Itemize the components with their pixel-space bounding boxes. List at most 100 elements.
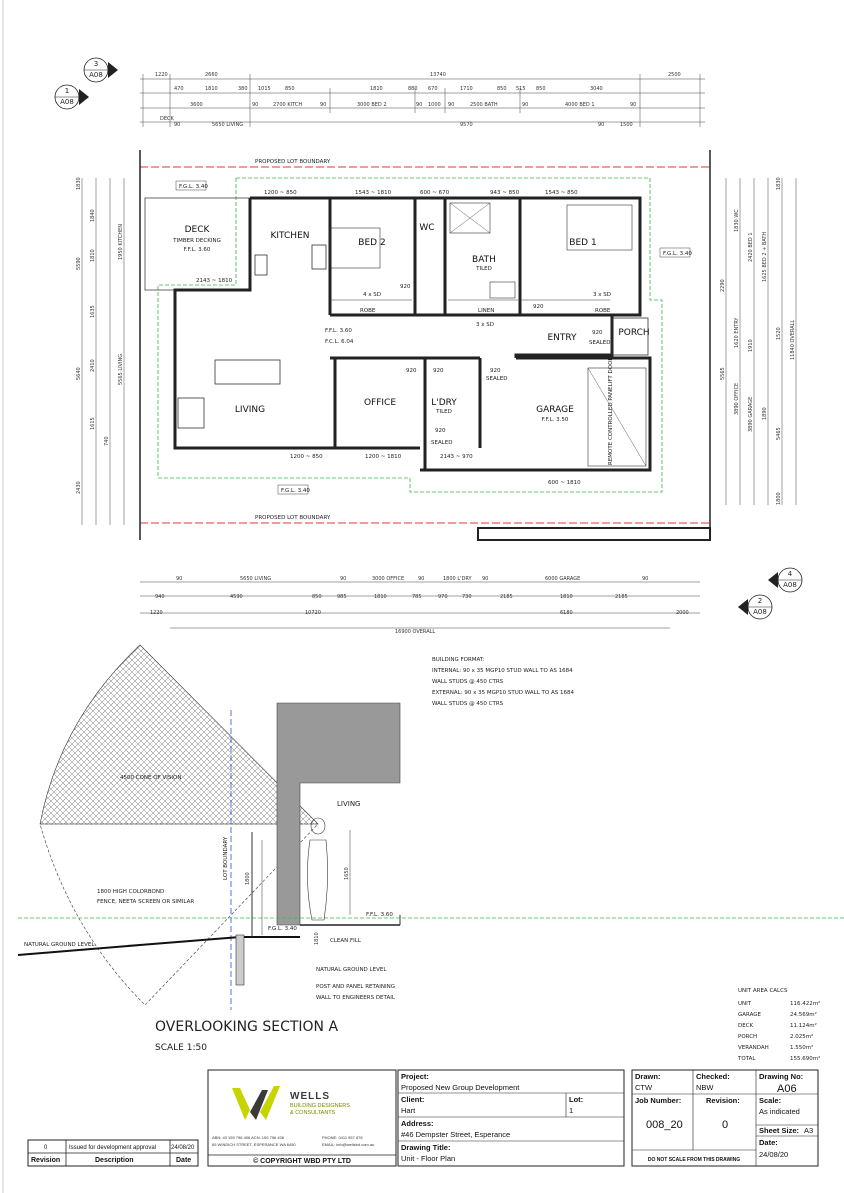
top-dimensions: 1220 2660 13740 2500 470 1810 380 1015 8… <box>140 72 705 128</box>
rd-14: 1800 <box>776 492 782 505</box>
drawing-title-label: Drawing Title: <box>401 1143 450 1152</box>
top-dim-4: 2500 <box>668 72 681 78</box>
room-garage: GARAGE <box>536 405 574 415</box>
section-1-num: 1 <box>65 87 69 95</box>
left-dimensions: 1830 1840 1810 5590 1950 KITCHEN 1635 24… <box>76 177 125 525</box>
retaining-1: POST AND PANEL RETAINING <box>316 984 395 990</box>
r4-3: 9570 <box>460 122 473 128</box>
bd2-4: 1810 <box>374 594 387 600</box>
room-bath-sub: TILED <box>475 266 492 272</box>
garage-door-note: REMOTE CONTROLLED PANELIFT DOOR <box>608 357 614 465</box>
fence-line-2: FENCE, NEETA SCREEN OR SIMILAR <box>97 899 194 905</box>
ld-2: 1810 <box>90 249 96 262</box>
bd2-5: 785 <box>412 594 422 600</box>
area-label-5: TOTAL <box>737 1056 756 1062</box>
overlooking-section <box>17 644 844 1010</box>
door-920-g: 920 <box>592 330 603 336</box>
r3-0: 3600 <box>190 102 203 108</box>
win-6: 2143 ~ 1810 <box>196 278 233 284</box>
bd2-6: 970 <box>438 594 448 600</box>
linen: LINEN <box>478 308 494 314</box>
r2-0: 470 <box>174 86 184 92</box>
revision-label: Revision: <box>706 1096 740 1105</box>
bd2-8: 2185 <box>500 594 513 600</box>
room-bed1: BED 1 <box>569 238 596 248</box>
company-name: WELLS <box>290 1091 330 1102</box>
top-dim-1: 1220 <box>155 72 168 78</box>
retaining-2: WALL TO ENGINEERS DETAIL <box>316 995 396 1001</box>
r2-5: 1810 <box>370 86 383 92</box>
bd1-1: 5650 LIVING <box>240 576 271 582</box>
room-bath: BATH <box>472 255 496 265</box>
section-marker-2[interactable]: 2 A08 <box>738 594 773 620</box>
unit-area-calcs: UNIT AREA CALCS UNIT 116.422m² GARAGE 24… <box>737 988 820 1062</box>
section-4-ref: A08 <box>783 581 797 589</box>
win-8: 1200 ~ 1810 <box>365 454 402 460</box>
rd-9: 5565 <box>720 367 726 380</box>
area-label-2: DECK <box>738 1023 754 1029</box>
r4-2: 5650 LIVING <box>212 122 243 128</box>
top-dim-3: 13740 <box>430 72 446 78</box>
win-4: 943 ~ 850 <box>490 190 520 196</box>
job-value: 008_20 <box>646 1119 683 1131</box>
bd3-1: 10720 <box>305 610 321 616</box>
rd-1: 1830 WC <box>734 209 740 232</box>
sheet-size-label: Sheet Size: <box>759 1126 799 1135</box>
section-marker-1[interactable]: 1 A08 <box>54 84 89 110</box>
r2-12: 3040 <box>590 86 603 92</box>
r3-4: 3000 BED 2 <box>357 102 387 108</box>
lot-boundary-top-label: PROPOSED LOT BOUNDARY <box>255 159 331 165</box>
site-boundary <box>157 177 663 493</box>
section-fgl: F.G.L. 3.40 <box>268 926 297 932</box>
rev-header-revision: Revision <box>31 1157 60 1164</box>
area-value-1: 24.569m² <box>790 1011 817 1018</box>
drawing-no-label: Drawing No: <box>759 1072 803 1081</box>
door-920-d: 920 <box>433 368 444 374</box>
bd1-5: 1800 L'DRY <box>443 576 472 582</box>
room-deck-sub1: TIMBER DECKING <box>172 238 221 244</box>
plan-notes: F.G.L. 3.40 F.G.L. 3.40 F.G.L. 3.40 F.F.… <box>175 180 692 495</box>
rd-2: 2420 BED 1 <box>748 232 754 262</box>
sd-2: 3 x SD <box>593 292 611 298</box>
bd-overall: 16900 OVERALL <box>395 629 435 635</box>
r2-11: 850 <box>536 86 546 92</box>
ld-1: 1840 <box>90 209 96 222</box>
drawing-title-value: Unit - Floor Plan <box>401 1154 455 1163</box>
fgl-tag-3: F.G.L. 3.40 <box>281 488 310 494</box>
rd-4: 11840 OVERALL <box>790 320 796 360</box>
ld-8: 5565 LIVING <box>118 354 124 385</box>
section-2-num: 2 <box>758 597 762 605</box>
section-marker-4[interactable]: 4 A08 <box>768 567 803 593</box>
r2-6: 880 <box>408 86 418 92</box>
drawing-no-value: A06 <box>777 1083 797 1095</box>
client-value: Hart <box>401 1106 416 1115</box>
bd2-0: 940 <box>155 594 165 600</box>
company-address: 65 WINDICH STREET, ESPERANCE WA 6450 <box>212 1142 296 1147</box>
cone-of-vision: 4500 CONE OF VISION <box>120 775 181 781</box>
rev-number: 0 <box>44 1145 48 1151</box>
bf-4: WALL STUDS @ 450 CTRS <box>432 701 504 707</box>
sealed-3: SEALED <box>431 440 453 446</box>
room-porch: PORCH <box>618 328 649 338</box>
sealed-1: SEALED <box>589 340 611 346</box>
room-deck-sub2: F.F.L. 3.60 <box>184 247 211 253</box>
room-ldry: L'DRY <box>431 398 457 408</box>
no-scale-warning: DO NOT SCALE FROM THIS DRAWING <box>648 1157 740 1163</box>
win-2: 1543 ~ 1810 <box>355 190 392 196</box>
scale-value: As indicated <box>759 1107 800 1116</box>
section-4-num: 4 <box>788 570 793 578</box>
area-title: UNIT AREA CALCS <box>738 988 788 994</box>
rev-description: Issued for development approval <box>69 1145 156 1151</box>
company-email: EMAIL: info@wellsbd.com.au <box>322 1142 374 1147</box>
r3-10: 4000 BED 1 <box>565 102 595 108</box>
section-marker-3[interactable]: 3 A08 <box>83 57 118 83</box>
sd-3: 3 x SD <box>476 322 494 328</box>
bd1-0: 90 <box>176 576 182 582</box>
ld-4: 1950 KITCHEN <box>118 224 124 260</box>
room-living: LIVING <box>235 405 265 415</box>
win-7: 1200 ~ 850 <box>290 454 323 460</box>
win-10: 600 ~ 1810 <box>548 480 581 486</box>
door-920-f: 920 <box>435 428 446 434</box>
ld-5: 1635 <box>90 305 96 318</box>
